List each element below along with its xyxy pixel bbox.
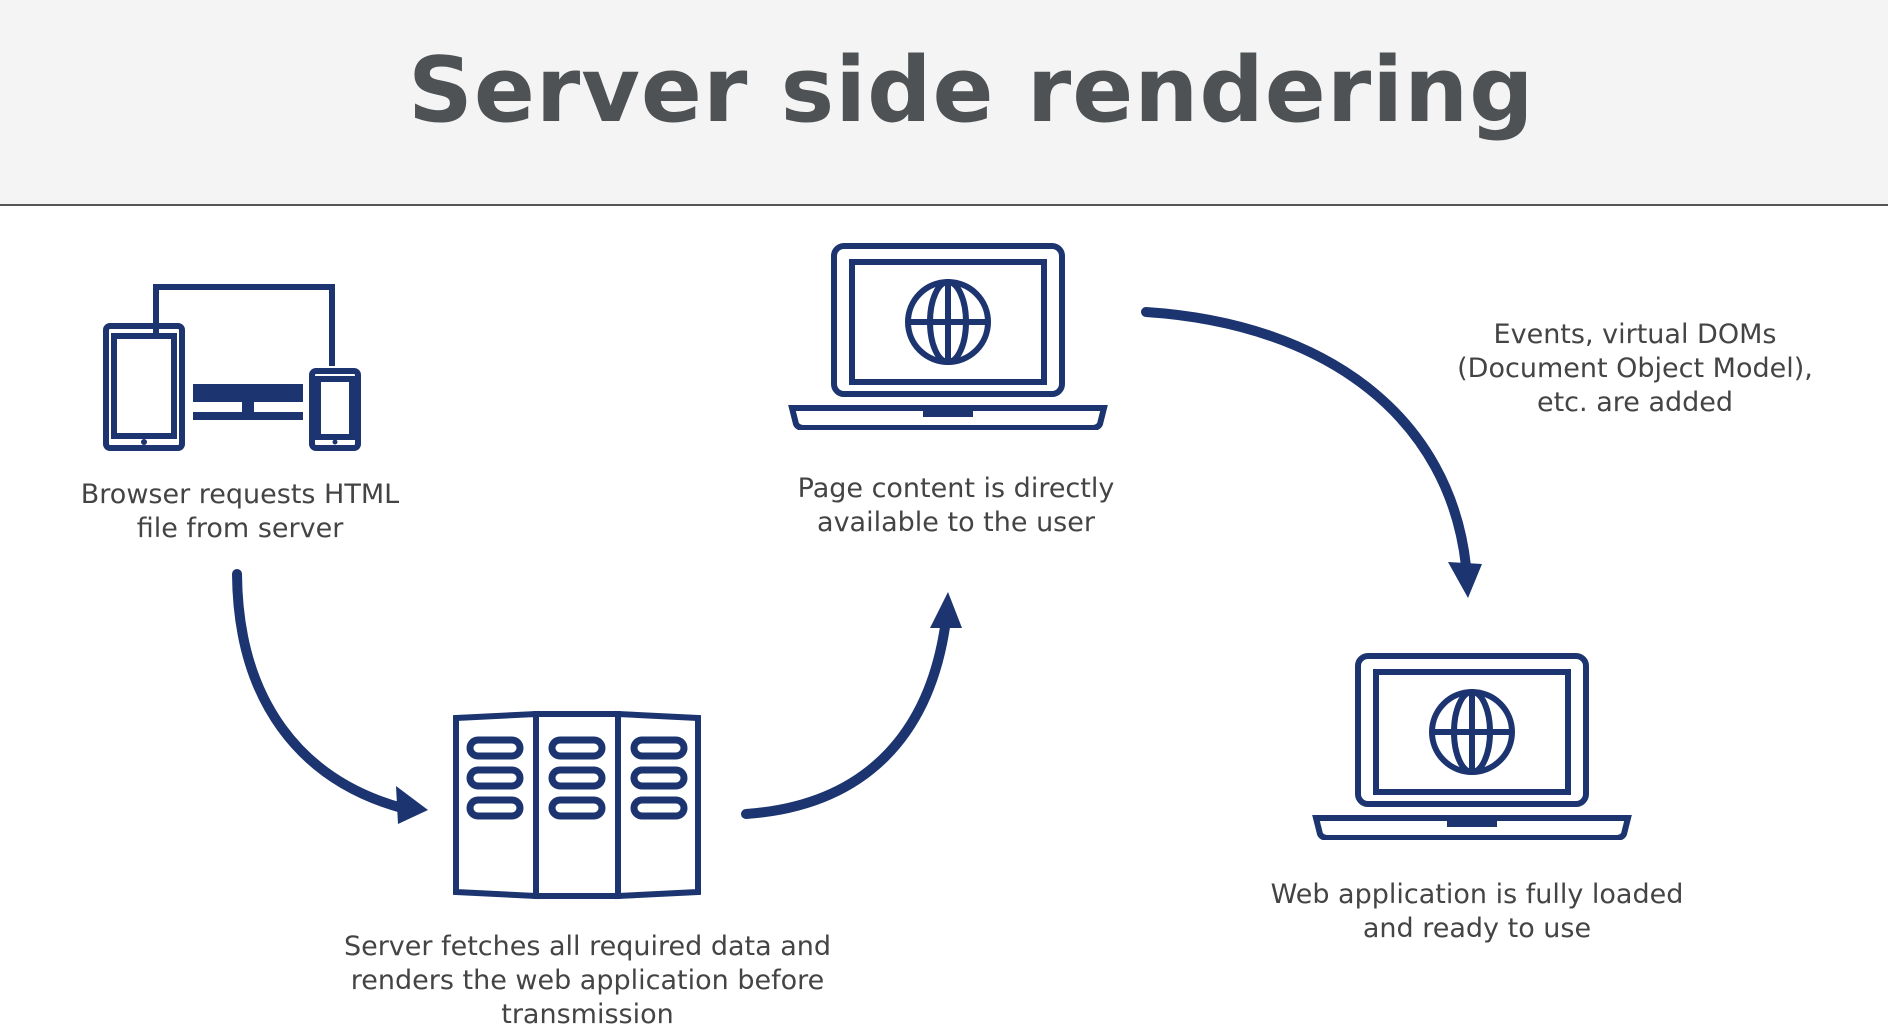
arrow-laptop-to-webapp <box>1141 307 1471 571</box>
arrow-laptop-to-webapp-head <box>1448 562 1482 598</box>
step-browser-label: Browser requests HTML file from server <box>40 478 440 546</box>
arrow-server-to-laptop <box>741 615 951 819</box>
server-rack-icon <box>450 710 704 900</box>
arrow-server-to-laptop-head <box>930 592 962 628</box>
label-line: Browser requests HTML <box>80 479 400 510</box>
label-line: transmission <box>501 999 674 1030</box>
laptop-globe-icon <box>1312 652 1632 840</box>
arrow-browser-to-server <box>232 569 407 813</box>
annotation-label: Events, virtual DOMs (Document Object Mo… <box>1430 318 1840 420</box>
label-line: Page content is directly <box>797 473 1115 504</box>
header-band: Server side rendering <box>0 0 1888 206</box>
label-line: renders the web application before <box>350 965 825 996</box>
step-web-app-label: Web application is fully loaded and read… <box>1240 878 1714 946</box>
label-line: available to the user <box>817 507 1095 538</box>
label-line: and ready to use <box>1362 913 1592 944</box>
label-line: Web application is fully loaded <box>1270 879 1684 910</box>
label-line: Server fetches all required data and <box>343 931 832 962</box>
arrow-browser-to-server-head <box>396 786 428 824</box>
step-page-content-label: Page content is directly available to th… <box>760 472 1152 540</box>
step-server-label: Server fetches all required data and ren… <box>300 930 875 1032</box>
devices-icon <box>100 284 364 454</box>
annotation-line: etc. are added <box>1536 387 1734 418</box>
label-line: file from server <box>136 513 344 544</box>
annotation-line: Events, virtual DOMs <box>1493 319 1777 350</box>
laptop-globe-icon <box>788 242 1108 430</box>
page-title: Server side rendering <box>408 38 1535 143</box>
annotation-line: (Document Object Model), <box>1457 353 1813 384</box>
